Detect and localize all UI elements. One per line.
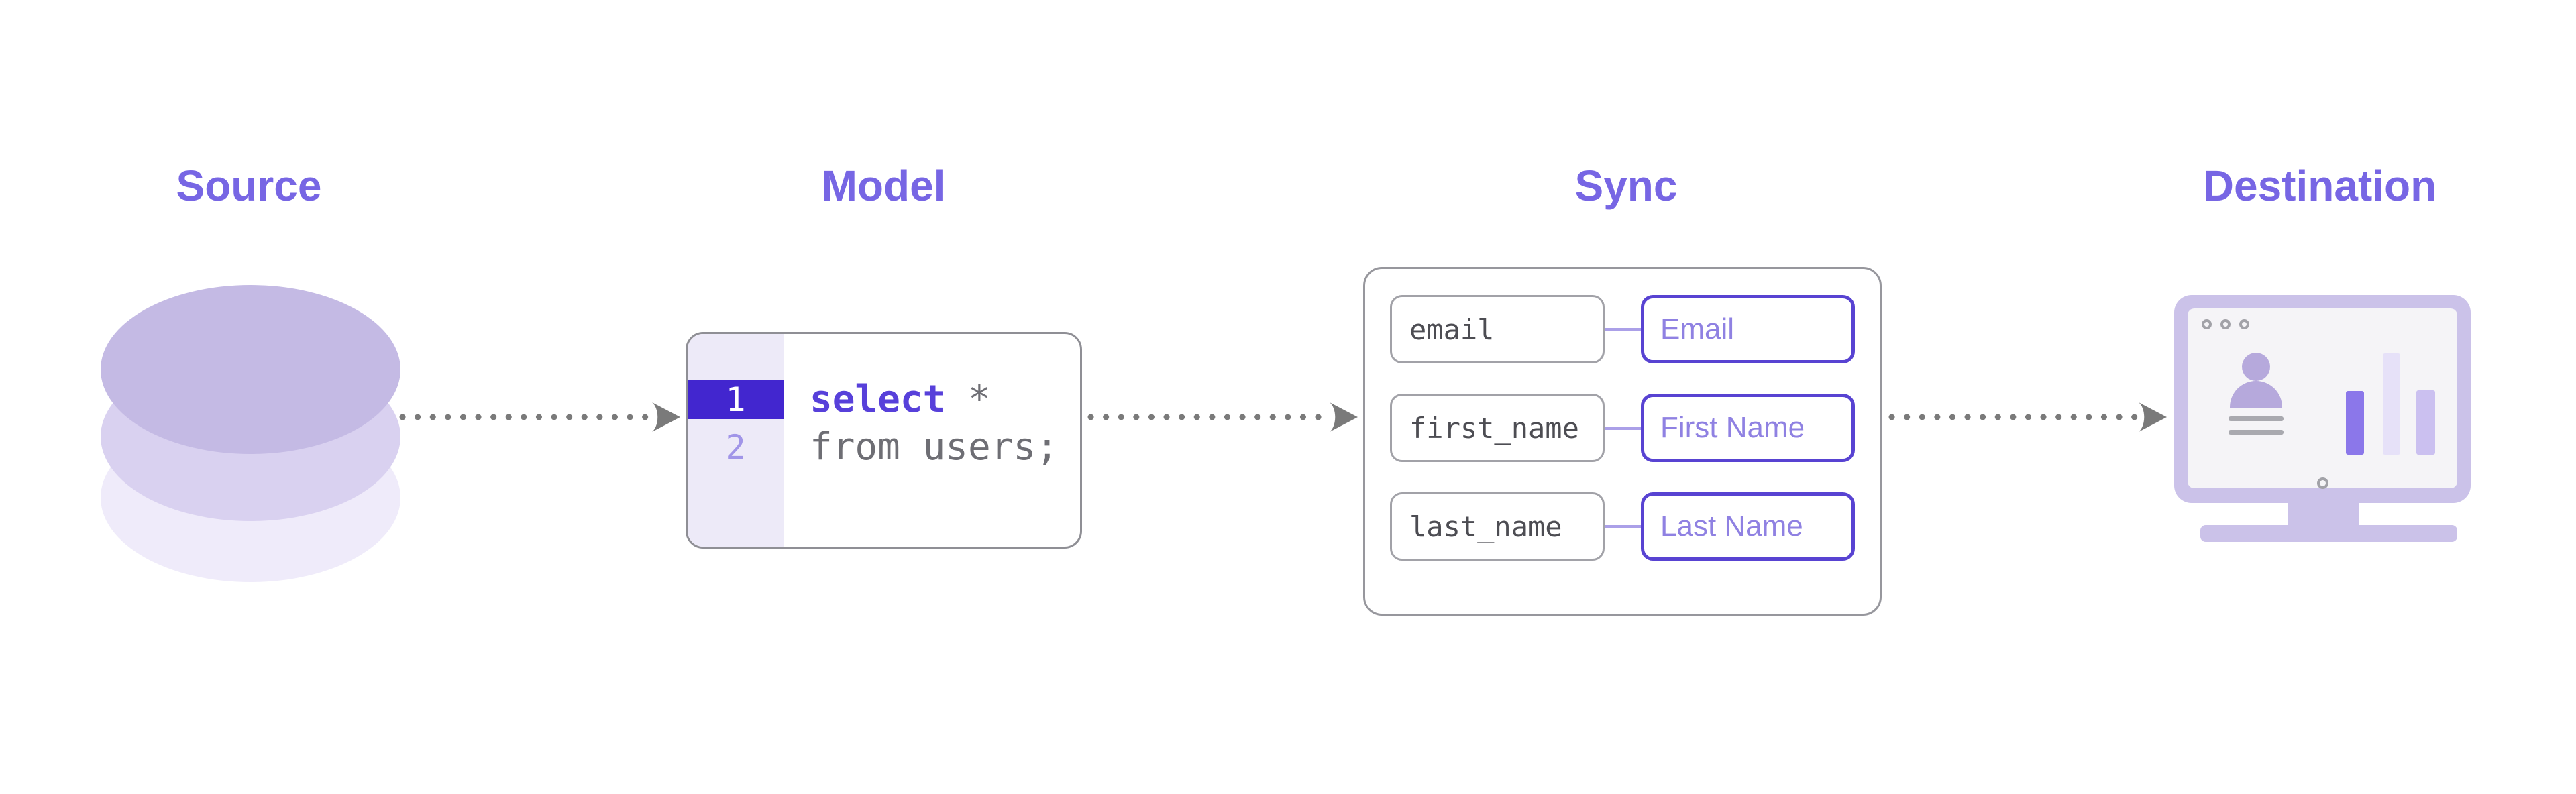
camera-dot-icon [2317, 477, 2328, 489]
user-icon-body [2230, 381, 2282, 408]
flow-arrow-sync-to-destination-icon [1888, 402, 2167, 432]
code-line-1: select * [810, 380, 991, 419]
destination-field-pill: First Name [1641, 394, 1855, 462]
model-section-title: Model [821, 162, 946, 210]
line-number-gutter [688, 334, 784, 547]
flow-arrow-model-to-sync-icon [1087, 402, 1358, 432]
mapping-connector-line [1605, 426, 1641, 430]
text-line [2229, 416, 2284, 421]
mapping-row-email: email Email [1390, 295, 1855, 363]
source-field-pill: first_name [1390, 394, 1605, 462]
monitor-icon [2174, 295, 2471, 542]
monitor-stand-base [2200, 525, 2457, 542]
active-line-highlight [688, 380, 784, 419]
source-field-pill: email [1390, 295, 1605, 363]
sync-section-title: Sync [1574, 162, 1678, 210]
mapping-row-first-name: first_name First Name [1390, 394, 1855, 462]
mapping-connector-line [1605, 524, 1641, 528]
sql-editor: 1 2 select * from users; [686, 332, 1082, 549]
user-icon [2242, 353, 2270, 381]
monitor-stand-neck [2288, 503, 2359, 525]
sql-keyword: select [810, 378, 946, 421]
destination-section-title: Destination [2202, 162, 2437, 210]
bar-chart-icon [2383, 353, 2400, 455]
flow-arrow-source-to-model-icon [399, 402, 680, 432]
destination-field-pill: Last Name [1641, 492, 1855, 561]
database-icon [101, 285, 400, 582]
bar-chart-icon [2346, 391, 2364, 455]
monitor-screen [2188, 308, 2457, 489]
field-mapping-panel: email Email first_name First Name last_n… [1363, 267, 1882, 616]
code-text: * [945, 378, 991, 421]
text-line [2229, 430, 2284, 435]
destination-field-pill: Email [1641, 295, 1855, 363]
window-dot-icon [2202, 319, 2212, 329]
line-number-1: 1 [725, 380, 746, 419]
window-dot-icon [2220, 319, 2231, 329]
database-disc-top [101, 285, 400, 454]
source-section-title: Source [176, 162, 322, 210]
source-field-pill: last_name [1390, 492, 1605, 561]
code-line-2: from users; [810, 425, 1059, 469]
mapping-row-last-name: last_name Last Name [1390, 492, 1855, 561]
line-number-2: 2 [725, 428, 746, 467]
bar-chart-icon [2416, 390, 2435, 455]
window-dot-icon [2239, 319, 2249, 329]
mapping-connector-line [1605, 327, 1641, 331]
